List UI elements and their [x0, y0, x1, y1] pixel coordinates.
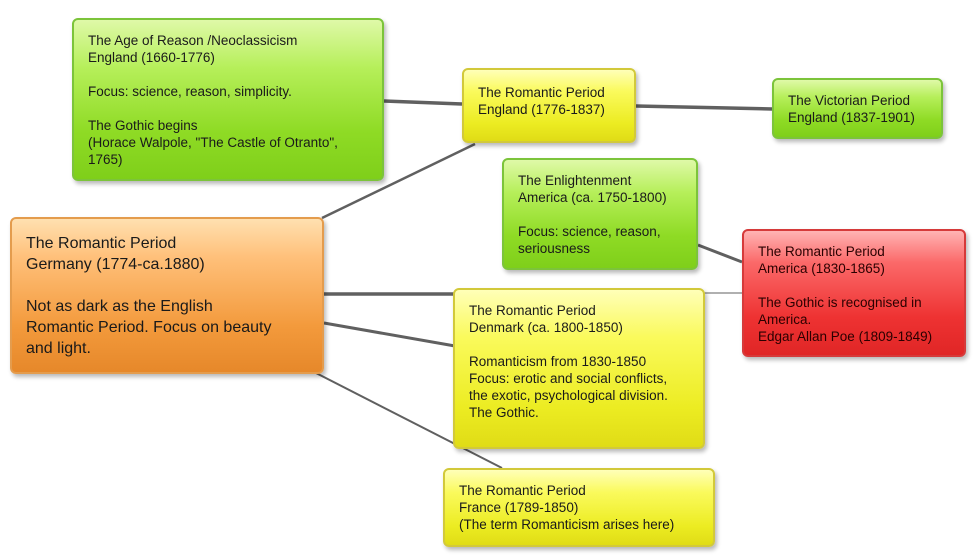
node-neoclassicism[interactable]: The Age of Reason /Neoclassicism England…: [72, 18, 384, 181]
node-victorian[interactable]: The Victorian Period England (1837-1901): [772, 78, 943, 139]
node-neoclassicism-line-2: England (1660-1776): [88, 50, 215, 65]
node-romantic-germany-line-1: The Romantic Period: [26, 235, 177, 252]
node-romantic-america-line-6: Edgar Allan Poe (1809-1849): [758, 329, 933, 344]
node-enlightenment-america[interactable]: The Enlightenment America (ca. 1750-1800…: [502, 158, 698, 270]
node-romantic-america-gap: [758, 277, 952, 294]
node-enlightenment-america-line-2: America (ca. 1750-1800): [518, 190, 667, 205]
node-neoclassicism-line-6: The Gothic begins: [88, 118, 198, 133]
node-romantic-denmark[interactable]: The Romantic Period Denmark (ca. 1800-18…: [453, 288, 705, 449]
node-romantic-denmark-gap: [469, 336, 691, 353]
connector-neoclassicism-to-romantic-england: [383, 99, 463, 106]
node-romantic-denmark-line-6: the exotic, psychological division.: [469, 388, 668, 403]
connector-germany-to-denmark-lower: [323, 321, 456, 348]
connector-enlightenment-to-romantic-america: [697, 243, 743, 264]
node-romantic-england[interactable]: The Romantic Period England (1776-1837): [462, 68, 636, 143]
node-victorian-line-1: The Victorian Period: [788, 93, 911, 108]
node-romantic-denmark-line-7: The Gothic.: [469, 405, 539, 420]
node-romantic-denmark-line-1: The Romantic Period: [469, 303, 596, 318]
node-romantic-germany-line-2: Germany (1774-ca.1880): [26, 256, 205, 273]
connector-germany-to-france: [315, 372, 503, 469]
node-romantic-germany[interactable]: The Romantic Period Germany (1774-ca.188…: [10, 217, 324, 374]
node-romantic-america-line-2: America (1830-1865): [758, 261, 885, 276]
node-romantic-germany-gap: [26, 275, 308, 296]
node-enlightenment-america-line-1: The Enlightenment: [518, 173, 632, 188]
node-neoclassicism-gap: [88, 100, 370, 117]
node-romantic-germany-line-4: Not as dark as the English: [26, 298, 213, 315]
node-romantic-france[interactable]: The Romantic Period France (1789-1850) (…: [443, 468, 715, 547]
node-romantic-france-line-3: (The term Romanticism arises here): [459, 517, 675, 532]
node-neoclassicism-line-1: The Age of Reason /Neoclassicism: [88, 33, 298, 48]
node-enlightenment-america-line-4: Focus: science, reason,: [518, 224, 661, 239]
connector-germany-to-romantic-england: [321, 142, 476, 220]
node-romantic-france-line-2: France (1789-1850): [459, 500, 579, 515]
node-romantic-germany-line-6: and light.: [26, 340, 91, 357]
connector-romantic-england-to-victorian: [635, 104, 773, 111]
node-romantic-america-line-1: The Romantic Period: [758, 244, 885, 259]
node-neoclassicism-line-4: Focus: science, reason, simplicity.: [88, 84, 292, 99]
node-neoclassicism-line-8: 1765): [88, 152, 123, 167]
node-neoclassicism-gap: [88, 66, 370, 83]
node-romantic-germany-line-5: Romantic Period. Focus on beauty: [26, 319, 272, 336]
node-romantic-england-line-1: The Romantic Period: [478, 85, 605, 100]
node-romantic-denmark-line-4: Romanticism from 1830-1850: [469, 354, 647, 369]
node-enlightenment-america-gap: [518, 206, 684, 223]
node-enlightenment-america-line-5: seriousness: [518, 241, 591, 256]
node-neoclassicism-line-7: (Horace Walpole, "The Castle of Otranto"…: [88, 135, 338, 150]
node-victorian-line-2: England (1837-1901): [788, 110, 915, 125]
node-romantic-america-line-4: The Gothic is recognised in: [758, 295, 922, 310]
node-romantic-america-line-5: America.: [758, 312, 812, 327]
node-romantic-america[interactable]: The Romantic Period America (1830-1865) …: [742, 229, 966, 357]
node-romantic-england-line-2: England (1776-1837): [478, 102, 605, 117]
node-romantic-france-line-1: The Romantic Period: [459, 483, 586, 498]
node-romantic-denmark-line-2: Denmark (ca. 1800-1850): [469, 320, 623, 335]
node-romantic-denmark-line-5: Focus: erotic and social conflicts,: [469, 371, 668, 386]
